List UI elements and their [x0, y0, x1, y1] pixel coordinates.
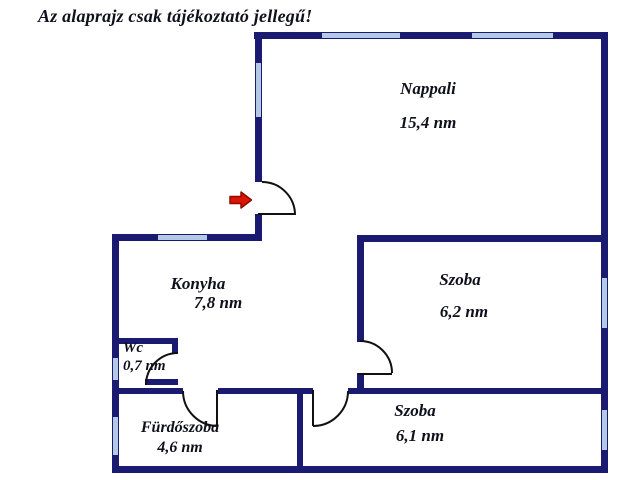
- window-furdo-left: [113, 417, 118, 455]
- room-name: Fürdőszoba: [140, 419, 220, 436]
- room-label-konyha: Konyha 7,8 nm: [158, 274, 243, 312]
- room-area: 7,8 nm: [194, 293, 243, 312]
- room-label-szoba62: Szoba 6,2 nm: [420, 271, 500, 320]
- room-name: Wc: [123, 340, 143, 356]
- window-szoba61-right: [602, 410, 607, 450]
- wall-top: [254, 32, 608, 39]
- room-name: Szoba: [394, 401, 436, 420]
- door-arc-entrance: [261, 181, 296, 216]
- room-area: 15,4 nm: [399, 113, 457, 132]
- room-name: Konyha: [170, 274, 226, 293]
- wall-mid-center: [218, 388, 313, 394]
- wall-wc-bottom: [145, 379, 178, 385]
- door-arc-szoba62: [359, 340, 393, 374]
- room-area: 6,2 nm: [439, 302, 489, 321]
- plan-title: Az alaprajz csak tájékoztató jellegű!: [38, 6, 313, 26]
- window-nappali-left: [256, 63, 261, 117]
- wall-mid-left: [112, 388, 183, 394]
- room-label-wc: Wc 0,7 nm: [123, 341, 183, 374]
- wall-szoba62-top: [357, 235, 608, 242]
- room-label-nappali: Nappali 15,4 nm: [388, 80, 468, 131]
- window-top-2: [472, 33, 553, 38]
- wall-mid-right: [348, 388, 608, 394]
- room-name: Szoba: [439, 270, 481, 289]
- room-area: 0,7 nm: [123, 358, 166, 374]
- room-name: Nappali: [400, 79, 456, 98]
- window-top-1: [322, 33, 400, 38]
- wall-right: [601, 32, 608, 473]
- window-wc-left: [113, 358, 118, 380]
- window-konyha-top: [158, 235, 207, 240]
- entrance-arrow-icon: [229, 191, 253, 209]
- wall-nappali-left-lower: [255, 214, 262, 241]
- wall-wc-right-stub: [172, 338, 178, 354]
- wall-wc-top: [112, 338, 178, 344]
- room-label-szoba61: Szoba 6,1 nm: [375, 402, 455, 444]
- wall-bottom: [112, 466, 608, 473]
- room-area: 6,1 nm: [395, 426, 445, 445]
- door-arc-szoba61: [312, 390, 349, 427]
- wall-furdo-szoba61: [297, 388, 303, 472]
- wall-left: [112, 234, 119, 473]
- wall-konyha-szoba62-upper: [357, 235, 364, 342]
- wall-konyha-szoba62-lower: [357, 373, 364, 394]
- room-area: 4,6 nm: [157, 439, 203, 456]
- room-label-furdoszoba: Fürdőszoba 4,6 nm: [130, 420, 230, 456]
- window-szoba62-right: [602, 278, 607, 328]
